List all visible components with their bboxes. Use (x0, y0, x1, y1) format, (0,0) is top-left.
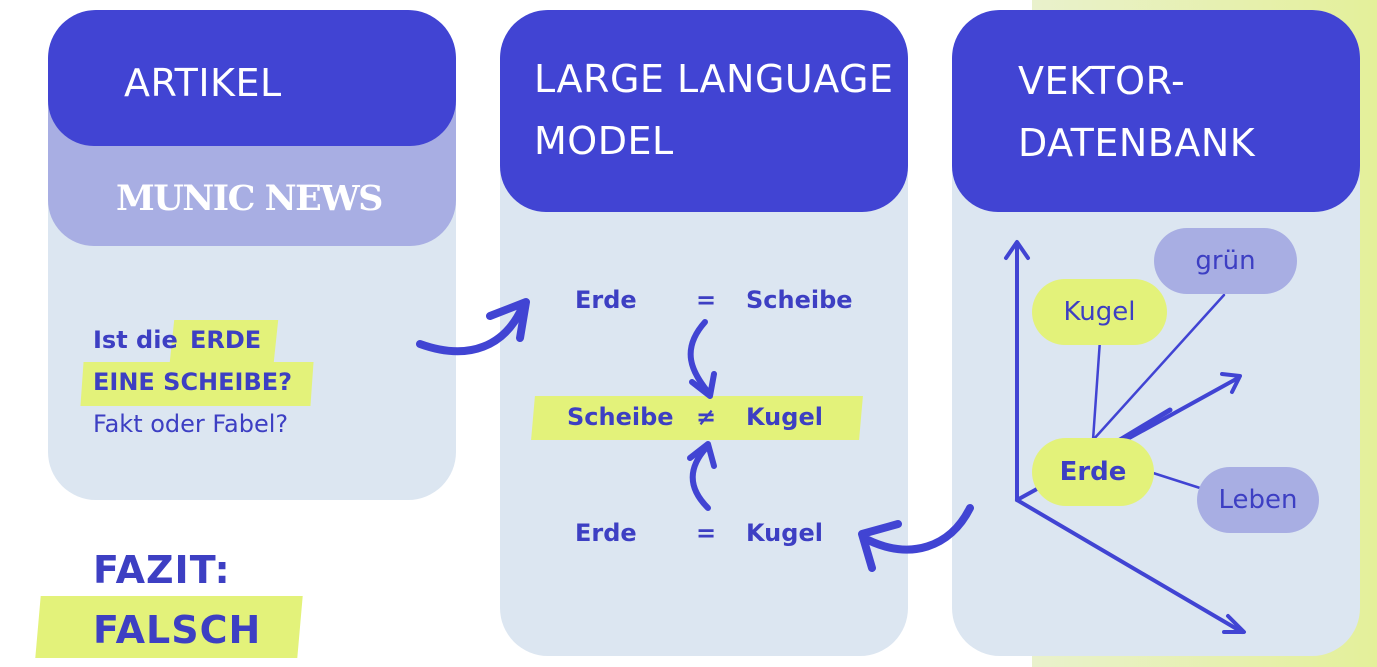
node-kugel: Kugel (1032, 279, 1167, 345)
vector-axis-diag-arrowhead (1220, 372, 1242, 394)
node-erde: Erde (1032, 438, 1154, 506)
llm-row1-left: Erde (575, 286, 637, 314)
llm-row1-op: = (696, 286, 717, 314)
arrow-row1-to-row2 (687, 319, 711, 395)
article-card: ARTIKEL MUNIC NEWS (48, 10, 456, 500)
llm-row3-right: Kugel (746, 519, 823, 547)
headline-ist-die: Ist die (93, 326, 178, 354)
vector-db-title-line2: DATENBANK (1018, 121, 1256, 165)
vector-axis-down-arrowhead (1222, 614, 1246, 634)
llm-title-line2: MODEL (534, 119, 674, 163)
headline-subline: Fakt oder Fabel? (93, 410, 289, 438)
edge-erde-kugel (1091, 338, 1102, 442)
arrow-article-to-llm-head (486, 298, 530, 342)
llm-title-line1: LARGE LANGUAGE (534, 57, 894, 101)
llm-row1-right: Scheibe (746, 286, 853, 314)
article-title: ARTIKEL (124, 61, 282, 105)
llm-header: LARGE LANGUAGE MODEL (500, 10, 908, 212)
headline-erde: ERDE (190, 326, 262, 354)
llm-row2-op: ≠ (696, 403, 717, 431)
llm-row3-left: Erde (575, 519, 637, 547)
article-header: ARTIKEL (48, 10, 456, 146)
arrow-row1-to-row2-head (689, 371, 717, 399)
llm-row2-right: Kugel (746, 403, 823, 431)
newspaper-brand: MUNIC NEWS (116, 178, 383, 219)
conclusion-value: FALSCH (93, 608, 262, 652)
vector-axis-y-arrowhead (1004, 240, 1030, 260)
arrow-vector-to-llm-head (858, 520, 902, 572)
edge-erde-diag (1117, 407, 1173, 443)
llm-row2-left: Scheibe (567, 403, 674, 431)
arrow-row3-to-row2-head (687, 441, 717, 469)
vector-db-title-line1: VEKTOR- (1018, 59, 1186, 103)
vector-axis-down (1015, 498, 1244, 634)
llm-card: LARGE LANGUAGE MODEL (500, 10, 908, 656)
llm-row3-op: = (696, 519, 717, 547)
conclusion-label: FAZIT: (93, 548, 231, 592)
node-leben: Leben (1197, 467, 1319, 533)
vector-db-header: VEKTOR- DATENBANK (952, 10, 1360, 212)
headline-eine-scheibe: EINE SCHEIBE? (93, 368, 293, 396)
arrow-vector-to-llm (864, 504, 974, 554)
edge-erde-gruen (1091, 293, 1226, 442)
arrow-row3-to-row2 (689, 445, 711, 511)
arrow-article-to-llm (416, 304, 526, 356)
edge-erde-leben (1148, 470, 1202, 490)
node-gruen: grün (1154, 228, 1297, 294)
